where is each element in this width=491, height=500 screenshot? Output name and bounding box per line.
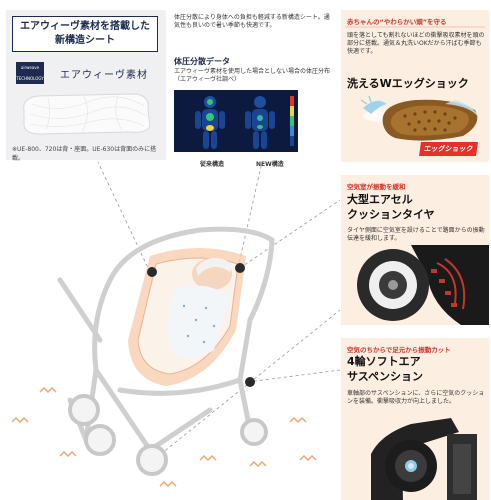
airweave-panel: エアウィーヴ素材を搭載した 新構造シート airweave TECHNOLOGY… — [6, 10, 166, 162]
suspension-title-1: 4輪ソフトエア — [347, 355, 421, 368]
egg-shock-badge: エッグショック — [419, 142, 478, 156]
tire-image — [341, 245, 489, 325]
pressure-description: 体圧分散により身体への負担も軽減する新構造シート。通気性も良いので暑い季節も快適… — [174, 14, 330, 29]
body-silhouette-old — [195, 96, 225, 149]
suspension-title-2: サスペンション — [347, 370, 424, 383]
divider-line — [345, 26, 485, 28]
airweave-material-label: エアウィーヴ素材 — [60, 70, 148, 81]
suspension-panel: 空気のちからで足元から振動カット 4輪ソフトエア サスペンション 車軸部のサスペ… — [341, 338, 489, 500]
callout-lines — [97, 161, 340, 459]
suspension-intro: 空気のちからで足元から振動カット — [347, 346, 451, 354]
suspension-body: 車軸部のサスペンションに、さらに空気のクッションを装備。衝撃吸収力が向上しました… — [347, 390, 485, 405]
airweave-headline-line2: 新構造シート — [55, 35, 115, 46]
egg-shock-pad-image — [382, 99, 479, 141]
baby-figure — [168, 257, 232, 358]
airweave-note: ※UE-800、720は背・座面。UE-630は背面のみに搭載。 — [12, 146, 157, 162]
airweave-headline: エアウィーヴ素材を搭載した 新構造シート — [12, 16, 158, 52]
pressure-panel: 体圧分散により身体への負担も軽減する新構造シート。通気性も良いので暑い季節も快適… — [170, 10, 331, 168]
air-cell-title-1: 大型エアセル — [347, 193, 413, 206]
stroller-wheels — [68, 394, 268, 476]
air-cell-intro: 空気室が振動を緩和 — [347, 183, 406, 191]
air-cell-body: タイヤ側面に空気室を設けることで路面からの振動伝達を緩和します。 — [347, 227, 485, 242]
air-cell-title-2: クッションタイヤ — [347, 208, 435, 221]
airweave-logo-subtext: TECHNOLOGY — [16, 76, 44, 81]
pressure-color-scale — [290, 96, 294, 146]
body-silhouette-new — [245, 96, 275, 149]
egg-shock-intro: 赤ちゃんの“やわらかい頭”を守る — [347, 18, 447, 26]
stroller-illustration — [11, 161, 340, 487]
egg-shock-panel: 赤ちゃんの“やわらかい頭”を守る 頭を落としても割れないほどの衝撃吸収素材を頭の… — [341, 10, 489, 162]
airweave-cushion-image — [23, 93, 151, 135]
callout-dots — [147, 263, 255, 387]
egg-shock-title: 洗えるWエッグショック — [347, 77, 469, 90]
airweave-logo-text: airweave — [20, 65, 40, 70]
air-cell-panel: 空気室が振動を緩和 大型エアセル クッションタイヤ タイヤ側面に空気室を設けるこ… — [341, 175, 489, 325]
pressure-data-description: エアウィーヴ素材を使用した場合としない場合の体圧分布（エアウィーヴ社調べ） — [174, 68, 331, 83]
egg-shock-body: 頭を落としても割れないほどの衝撃吸収素材を頭の部分に搭載。通気＆丸洗いOKだから… — [347, 32, 485, 55]
stroller-frame — [57, 226, 275, 453]
label-new-structure: NEW構造 — [256, 161, 284, 168]
suspension-image — [341, 414, 489, 500]
vibration-marks — [11, 387, 317, 487]
pressure-map-image — [174, 90, 298, 152]
label-old-structure: 従来構造 — [200, 161, 225, 168]
airweave-logo: airweave TECHNOLOGY — [16, 62, 44, 84]
airweave-headline-line1: エアウィーヴ素材を搭載した — [20, 21, 150, 32]
pressure-data-title: 体圧分散データ — [174, 57, 230, 66]
